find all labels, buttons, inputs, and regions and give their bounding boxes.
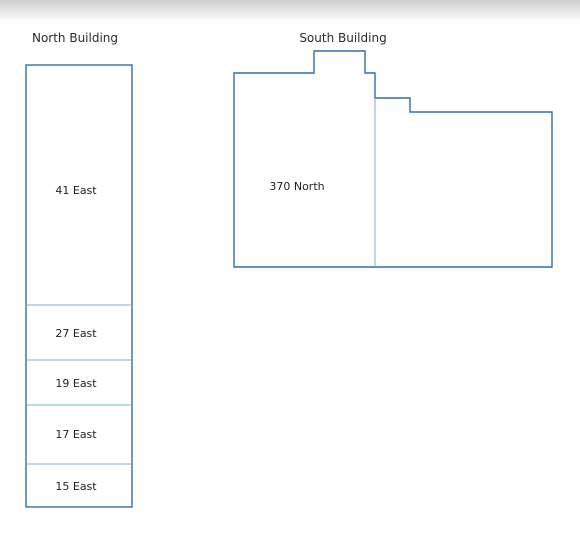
room-label-15-east: 15 East <box>55 480 97 493</box>
room-label-27-east: 27 East <box>55 327 97 340</box>
south-building-title: South Building <box>299 31 386 45</box>
room-label-19-east: 19 East <box>55 377 97 390</box>
room-label-41-east: 41 East <box>55 184 97 197</box>
south-building-outline <box>233 50 553 268</box>
north-building-outline <box>25 64 133 508</box>
room-label-17-east: 17 East <box>55 428 97 441</box>
room-label-370-north: 370 North <box>269 180 324 193</box>
north-building-title: North Building <box>32 31 118 45</box>
top-shadow-bar <box>0 0 580 22</box>
